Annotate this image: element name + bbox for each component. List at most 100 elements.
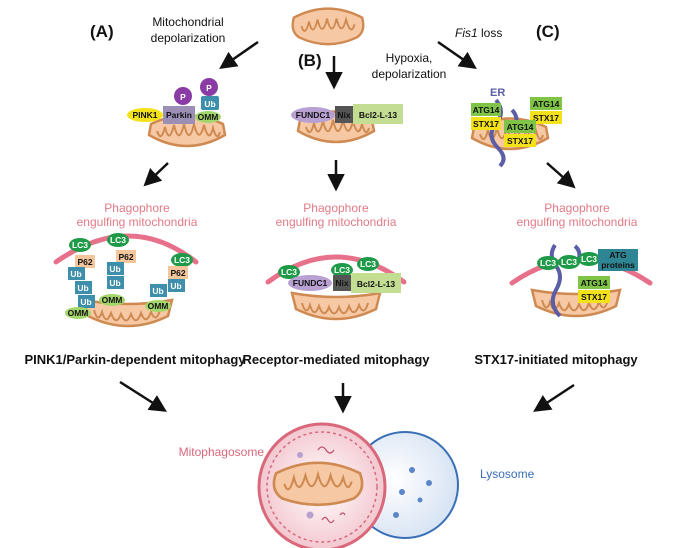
atg14-label-1: ATG14 <box>473 105 500 115</box>
panel-a-title: PINK1/Parkin-dependent mitophagy <box>24 352 246 367</box>
phospho-marker-2 <box>200 78 218 96</box>
atg14-box-1 <box>471 103 501 116</box>
nix-b-box <box>333 275 351 291</box>
panel-c-trigger-rest: loss <box>478 26 503 40</box>
lc3-b-2 <box>331 263 353 277</box>
ub-a-3 <box>78 295 95 308</box>
panel-c-trigger: Fis1 loss <box>455 26 502 40</box>
ub-a-4 <box>107 262 124 275</box>
panel-a-mitochondrion: PINK1 Parkin P P Ub OMM <box>127 78 227 148</box>
ub-a-5 <box>107 276 124 289</box>
lc3-b-1 <box>278 265 300 279</box>
panel-b-trigger-line2: depolarization <box>372 67 447 81</box>
lc3-c-2 <box>558 255 580 269</box>
er-tube-c <box>549 243 562 318</box>
p62-a-2 <box>116 250 136 263</box>
ub-a-2 <box>75 281 92 294</box>
panel-a-engulfing: LC3 LC3 LC3 P62 P62 P62 Ub Ub Ub Ub Ub U… <box>53 233 199 328</box>
panel-c-engulfing: LC3 LC3 LC3 ATG proteins ATG14 STX17 <box>509 243 653 318</box>
panel-c-title: STX17-initiated mitophagy <box>474 352 638 367</box>
atg14-box-2 <box>530 97 562 110</box>
panel-b-trigger-line1: Hypoxia, <box>386 51 433 65</box>
phagophore-c-line2: engulfing mitochondria <box>517 215 638 229</box>
bcl2l13-label: Bcl2-L-13 <box>359 110 398 120</box>
atg14-label-2: ATG14 <box>533 99 560 109</box>
lc3-b-2-label: LC3 <box>334 265 350 275</box>
ub-label: Ub <box>204 99 215 109</box>
panel-c-letter: (C) <box>536 22 560 41</box>
atg14-label-3: ATG14 <box>507 122 534 132</box>
p62-a-2-label: P62 <box>118 252 133 262</box>
omm-a-3-label: OMM <box>148 301 169 311</box>
phagophore-a-line1: Phagophore <box>104 201 170 215</box>
omm-a-2 <box>99 294 125 306</box>
ub-a-6-label: Ub <box>152 286 163 296</box>
ub-a-1-label: Ub <box>70 269 81 279</box>
arrow-c-to-mitophagosome <box>533 383 575 412</box>
p62-a-1 <box>75 255 95 268</box>
ub-box <box>201 96 219 110</box>
lc3-b-3 <box>357 257 379 271</box>
arrow-top-to-a <box>219 40 259 69</box>
ub-a-1 <box>68 267 85 280</box>
lc3-b-3-label: LC3 <box>360 259 376 269</box>
lc3-a-2 <box>107 233 129 247</box>
pink1-marker <box>127 108 163 122</box>
fundc1-marker <box>291 107 335 123</box>
nix-b-label: Nix <box>335 278 349 288</box>
stx17-c-label: STX17 <box>581 292 607 302</box>
omm-a-2-label: OMM <box>102 295 123 305</box>
lc3-a-3 <box>171 253 193 267</box>
parkin-label: Parkin <box>166 110 192 120</box>
panel-a-trigger-line1: Mitochondrial <box>152 15 223 29</box>
ub-a-4-label: Ub <box>109 264 120 274</box>
arrow-a-down <box>143 162 169 187</box>
lc3-c-3-label: LC3 <box>581 254 597 264</box>
lysosome-label: Lysosome <box>480 467 535 481</box>
lc3-a-1-label: LC3 <box>72 240 88 250</box>
panel-b-engulfing: LC3 LC3 LC3 FUNDC1 Nix Bcl2-L-13 <box>265 254 407 321</box>
atg14-c-label: ATG14 <box>581 278 608 288</box>
ub-a-2-label: Ub <box>77 283 88 293</box>
lc3-c-2-label: LC3 <box>561 257 577 267</box>
lc3-c-1-label: LC3 <box>540 258 556 268</box>
stx17-box-1 <box>471 117 501 130</box>
phospho-label-2: P <box>206 83 212 93</box>
ub-a-6 <box>150 284 167 297</box>
phospho-marker-1 <box>174 87 192 105</box>
panel-b-mitochondrion: FUNDC1 Nix Bcl2-L-13 <box>291 104 403 144</box>
panel-a-trigger-line2: depolarization <box>151 31 226 45</box>
panel-b-title: Receptor-mediated mitophagy <box>242 352 430 367</box>
lc3-c-3 <box>578 252 600 266</box>
mitophagosome <box>257 422 387 548</box>
lc3-a-3-label: LC3 <box>174 255 190 265</box>
stx17-box-3 <box>504 134 536 147</box>
omm-a-1 <box>65 307 91 319</box>
atg14-c-box <box>578 276 610 289</box>
panel-a-letter: (A) <box>90 22 114 41</box>
arrow-c-down <box>546 162 576 189</box>
phagophore-b-line1: Phagophore <box>303 201 369 215</box>
p62-a-1-label: P62 <box>77 257 92 267</box>
ub-a-7 <box>168 279 185 292</box>
atg-proteins-box <box>598 249 638 271</box>
lc3-a-1 <box>69 238 91 252</box>
mitophagosome-label: Mitophagosome <box>179 445 265 459</box>
arrow-a-to-mitophagosome <box>119 380 167 412</box>
phagophore-a-line2: engulfing mitochondria <box>77 215 198 229</box>
p62-a-3-label: P62 <box>170 268 185 278</box>
omm-marker <box>195 111 221 123</box>
pink1-label: PINK1 <box>132 110 157 120</box>
ub-a-7-label: Ub <box>170 281 181 291</box>
fundc1-b-marker <box>288 275 332 291</box>
omm-a-3 <box>145 300 171 312</box>
nix-label: Nix <box>337 110 351 120</box>
stx17-label-1: STX17 <box>473 119 499 129</box>
stx17-c-box <box>578 290 610 303</box>
ub-a-5-label: Ub <box>109 278 120 288</box>
phagophore-b-line2: engulfing mitochondria <box>276 215 397 229</box>
fundc1-b-label: FUNDC1 <box>293 278 328 288</box>
parkin-box <box>163 106 195 124</box>
phagophore-c-line1: Phagophore <box>544 201 610 215</box>
